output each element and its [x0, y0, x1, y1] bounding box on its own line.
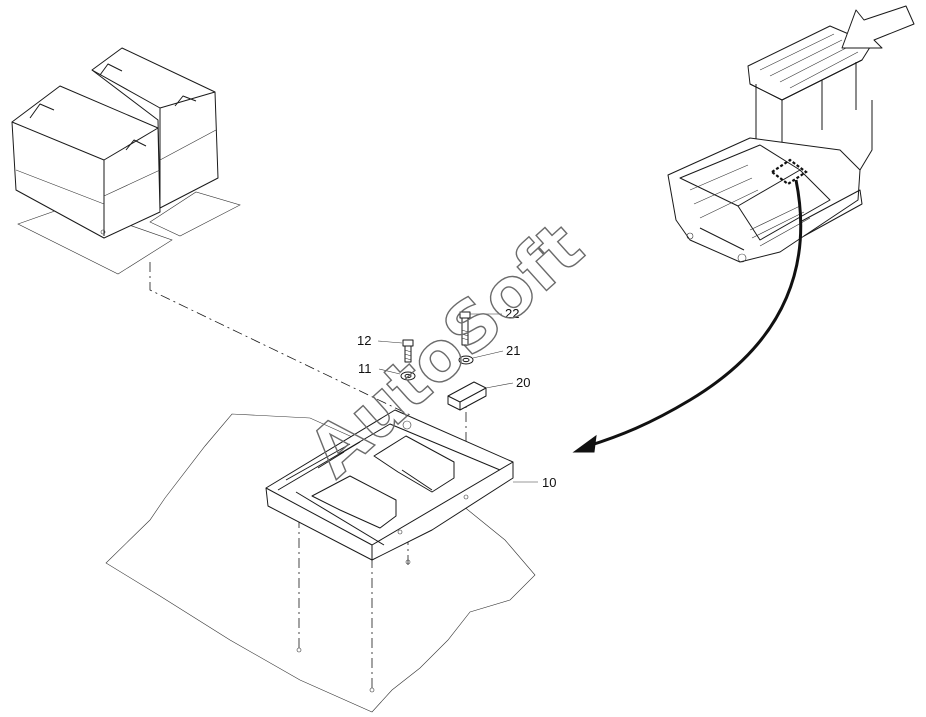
battery-rear: [91, 47, 219, 209]
clamp-20: [447, 381, 487, 411]
callout-20: 20: [485, 375, 530, 390]
battery-tray: [265, 392, 514, 693]
callout-10: 10: [513, 475, 556, 490]
callout-label-21: 21: [506, 343, 520, 358]
battery-location-box: [770, 158, 808, 186]
callout-12: 12: [357, 333, 403, 348]
battery-front: [11, 85, 161, 239]
mounting-surface-outline: [105, 413, 536, 713]
curved-arrow-icon: [572, 179, 803, 453]
callout-label-10: 10: [542, 475, 556, 490]
washer-21: [458, 355, 474, 365]
callout-11: 11: [358, 361, 401, 376]
batteries: [11, 47, 241, 275]
battery-position-line: [149, 262, 411, 416]
washer-11: [400, 371, 416, 381]
callout-label-20: 20: [516, 375, 530, 390]
paver-machine: [667, 25, 873, 263]
callout-21: 21: [472, 343, 520, 359]
view-direction-arrow-icon: [841, 5, 915, 49]
bolt-12: [402, 339, 414, 363]
callout-label-11: 11: [358, 361, 372, 376]
callout-label-12: 12: [357, 333, 371, 348]
bolt-22: [459, 311, 471, 346]
callout-22: 22: [470, 306, 519, 321]
callout-label-22: 22: [505, 306, 519, 321]
